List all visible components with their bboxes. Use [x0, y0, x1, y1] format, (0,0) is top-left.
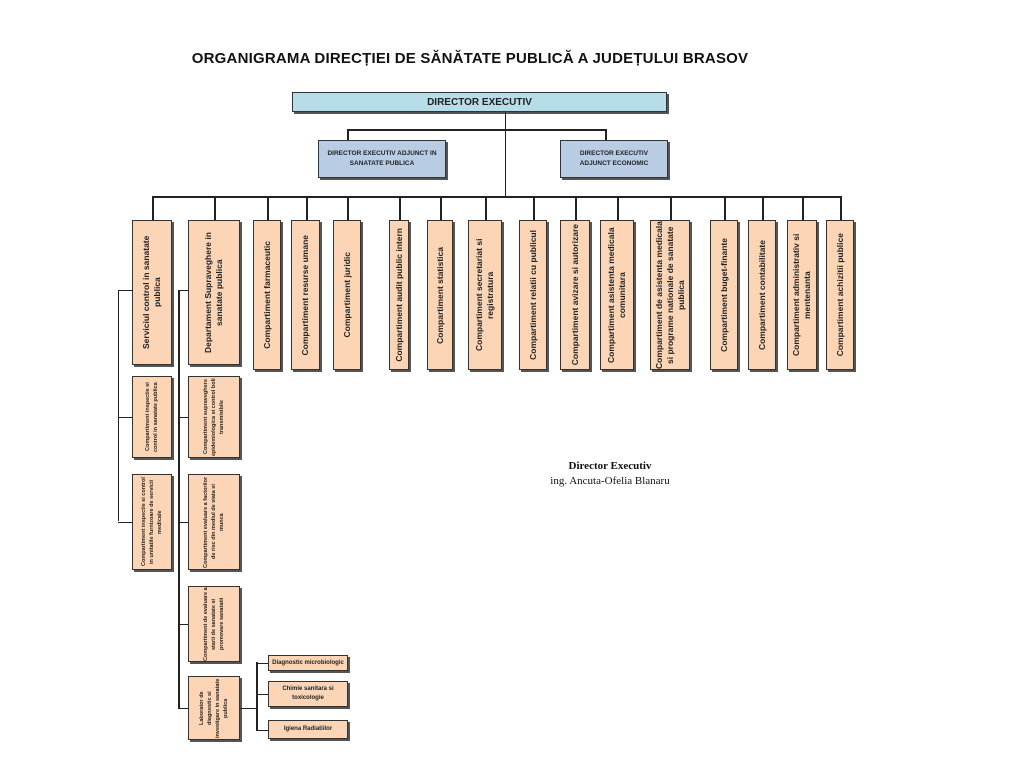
connector — [762, 196, 764, 220]
unit-box: Compartiment relatii cu publicul — [519, 220, 547, 370]
lab-subunit-box-label: Igiena Radiatiilor — [283, 726, 333, 732]
connector — [178, 417, 188, 418]
connector — [605, 129, 607, 140]
connector — [306, 196, 308, 220]
connector — [178, 522, 188, 523]
unit-box: Compartiment resurse umane — [291, 220, 320, 370]
connector — [118, 290, 133, 291]
connector — [267, 196, 269, 220]
unit-box: Compartiment administrativ si mentenanta — [787, 220, 817, 370]
deputy-economic-box: DIRECTOR EXECUTIV ADJUNCT ECONOMIC — [560, 140, 668, 178]
unit-box: Compartiment audit public intern — [389, 220, 409, 370]
unit-box-label: Compartiment audit public intern — [393, 228, 404, 362]
connector — [256, 729, 268, 731]
connector — [617, 196, 619, 220]
unit-box-label: Compartiment secretariat si registratura — [474, 238, 495, 352]
connector — [178, 708, 188, 709]
unit-box: Departament Supraveghere in sanatate pub… — [188, 220, 240, 365]
connector — [118, 290, 119, 521]
unit-box: Compartiment avizare si autorizare — [560, 220, 590, 370]
connector — [840, 196, 842, 220]
page-title: ORGANIGRAMA DIRECȚIEI DE SĂNĂTATE PUBLIC… — [191, 50, 749, 67]
connector — [347, 196, 349, 220]
director-box: DIRECTOR EXECUTIV — [292, 92, 667, 112]
unit-box: Compartiment juridic — [333, 220, 361, 370]
supraveghere-subunit-box-label: Laborator de diagnostic si investigare i… — [199, 678, 229, 738]
control-subunit-box-label: Compartiment inspectie si control in uni… — [141, 477, 163, 567]
unit-box-label: Serviciul control in sanatate publica — [141, 235, 162, 350]
supraveghere-subunit-box: Compartiment de evaluare a starii de san… — [188, 586, 240, 662]
unit-box: Compartiment asistenta medicala comunita… — [600, 220, 634, 370]
connector — [256, 663, 268, 664]
lab-subunit-box: Igiena Radiatiilor — [268, 720, 348, 739]
signature-role: Director Executiv — [568, 460, 652, 472]
supraveghere-subunit-box-label: Compartiment evaluare a factorilor de ri… — [203, 476, 225, 568]
unit-box: Compartiment contabilitate — [748, 220, 776, 370]
connector — [347, 129, 349, 140]
supraveghere-subunit-box-label: Compartiment supraveghere epidemiologica… — [203, 378, 225, 456]
unit-box-label: Departament Supraveghere in sanatate pub… — [203, 232, 224, 353]
connector — [214, 196, 216, 220]
supraveghere-subunit-box: Compartiment evaluare a factorilor de ri… — [188, 474, 240, 570]
lab-subunit-box: Diagnostic microbiologic — [268, 655, 348, 671]
supraveghere-subunit-box: Laborator de diagnostic si investigare i… — [188, 676, 240, 740]
unit-box-label: Compartiment relatii cu publicul — [527, 230, 538, 360]
connector — [118, 417, 133, 418]
connector — [178, 290, 188, 291]
control-subunit-box: Compartiment inspectie si control in san… — [132, 376, 172, 458]
unit-box-label: Compartiment farmaceutic — [261, 241, 272, 349]
unit-box: Compartiment achizitii publice — [826, 220, 854, 370]
unit-box-label: Compartiment administrativ si mentenanta — [791, 233, 812, 357]
connector — [670, 196, 672, 220]
unit-box-label: Compartiment statistica — [434, 246, 445, 344]
lab-subunit-box-label: Diagnostic microbiologic — [272, 659, 344, 666]
unit-box-label: Compartiment contabilitate — [756, 239, 767, 351]
control-subunit-box-label: Compartiment inspectie si control in san… — [145, 382, 159, 452]
connector — [533, 196, 535, 220]
signature-name: ing. Ancuta-Ofelia Blanaru — [550, 475, 670, 487]
connector — [256, 694, 268, 695]
unit-box-label: Compartiment de asistenta medicala si pr… — [653, 221, 686, 369]
connector — [152, 196, 842, 198]
connector — [485, 196, 487, 220]
connector — [347, 129, 607, 131]
unit-box-label: Compartiment resurse umane — [300, 234, 310, 356]
unit-box-label: Compartiment avizare si autorizare — [569, 224, 580, 366]
connector — [724, 196, 726, 220]
connector — [802, 196, 804, 220]
connector — [256, 662, 258, 730]
unit-box: Serviciul control in sanatate publica — [132, 220, 172, 365]
lab-subunit-box-label: Chimie sanitara si toxicologie — [282, 686, 334, 701]
connector — [575, 196, 577, 220]
unit-box: Compartiment farmaceutic — [253, 220, 281, 370]
supraveghere-subunit-box: Compartiment supraveghere epidemiologica… — [188, 376, 240, 458]
connector — [505, 112, 506, 198]
unit-box: Compartiment statistica — [427, 220, 453, 370]
connector — [178, 290, 180, 709]
connector — [399, 196, 401, 220]
unit-box-label: Compartiment asistenta medicala comunita… — [606, 227, 627, 363]
connector — [440, 196, 442, 220]
connector — [178, 624, 188, 625]
supraveghere-subunit-box-label: Compartiment de evaluare a starii de san… — [203, 587, 225, 661]
unit-box: Compartiment buget-finante — [710, 220, 738, 370]
connector — [118, 522, 133, 523]
lab-subunit-box: Chimie sanitara si toxicologie — [268, 681, 348, 707]
connector — [240, 708, 256, 709]
unit-box-label: Compartiment juridic — [341, 252, 352, 338]
unit-box: Compartiment de asistenta medicala si pr… — [650, 220, 690, 370]
deputy-public-health-box: DIRECTOR EXECUTIV ADJUNCT IN SANATATE PU… — [318, 140, 446, 178]
unit-box-label: Compartiment buget-finante — [718, 238, 729, 352]
control-subunit-box: Compartiment inspectie si control in uni… — [132, 474, 172, 570]
unit-box-label: Compartiment achizitii publice — [834, 233, 845, 357]
unit-box: Compartiment secretariat si registratura — [468, 220, 502, 370]
connector — [152, 196, 154, 220]
